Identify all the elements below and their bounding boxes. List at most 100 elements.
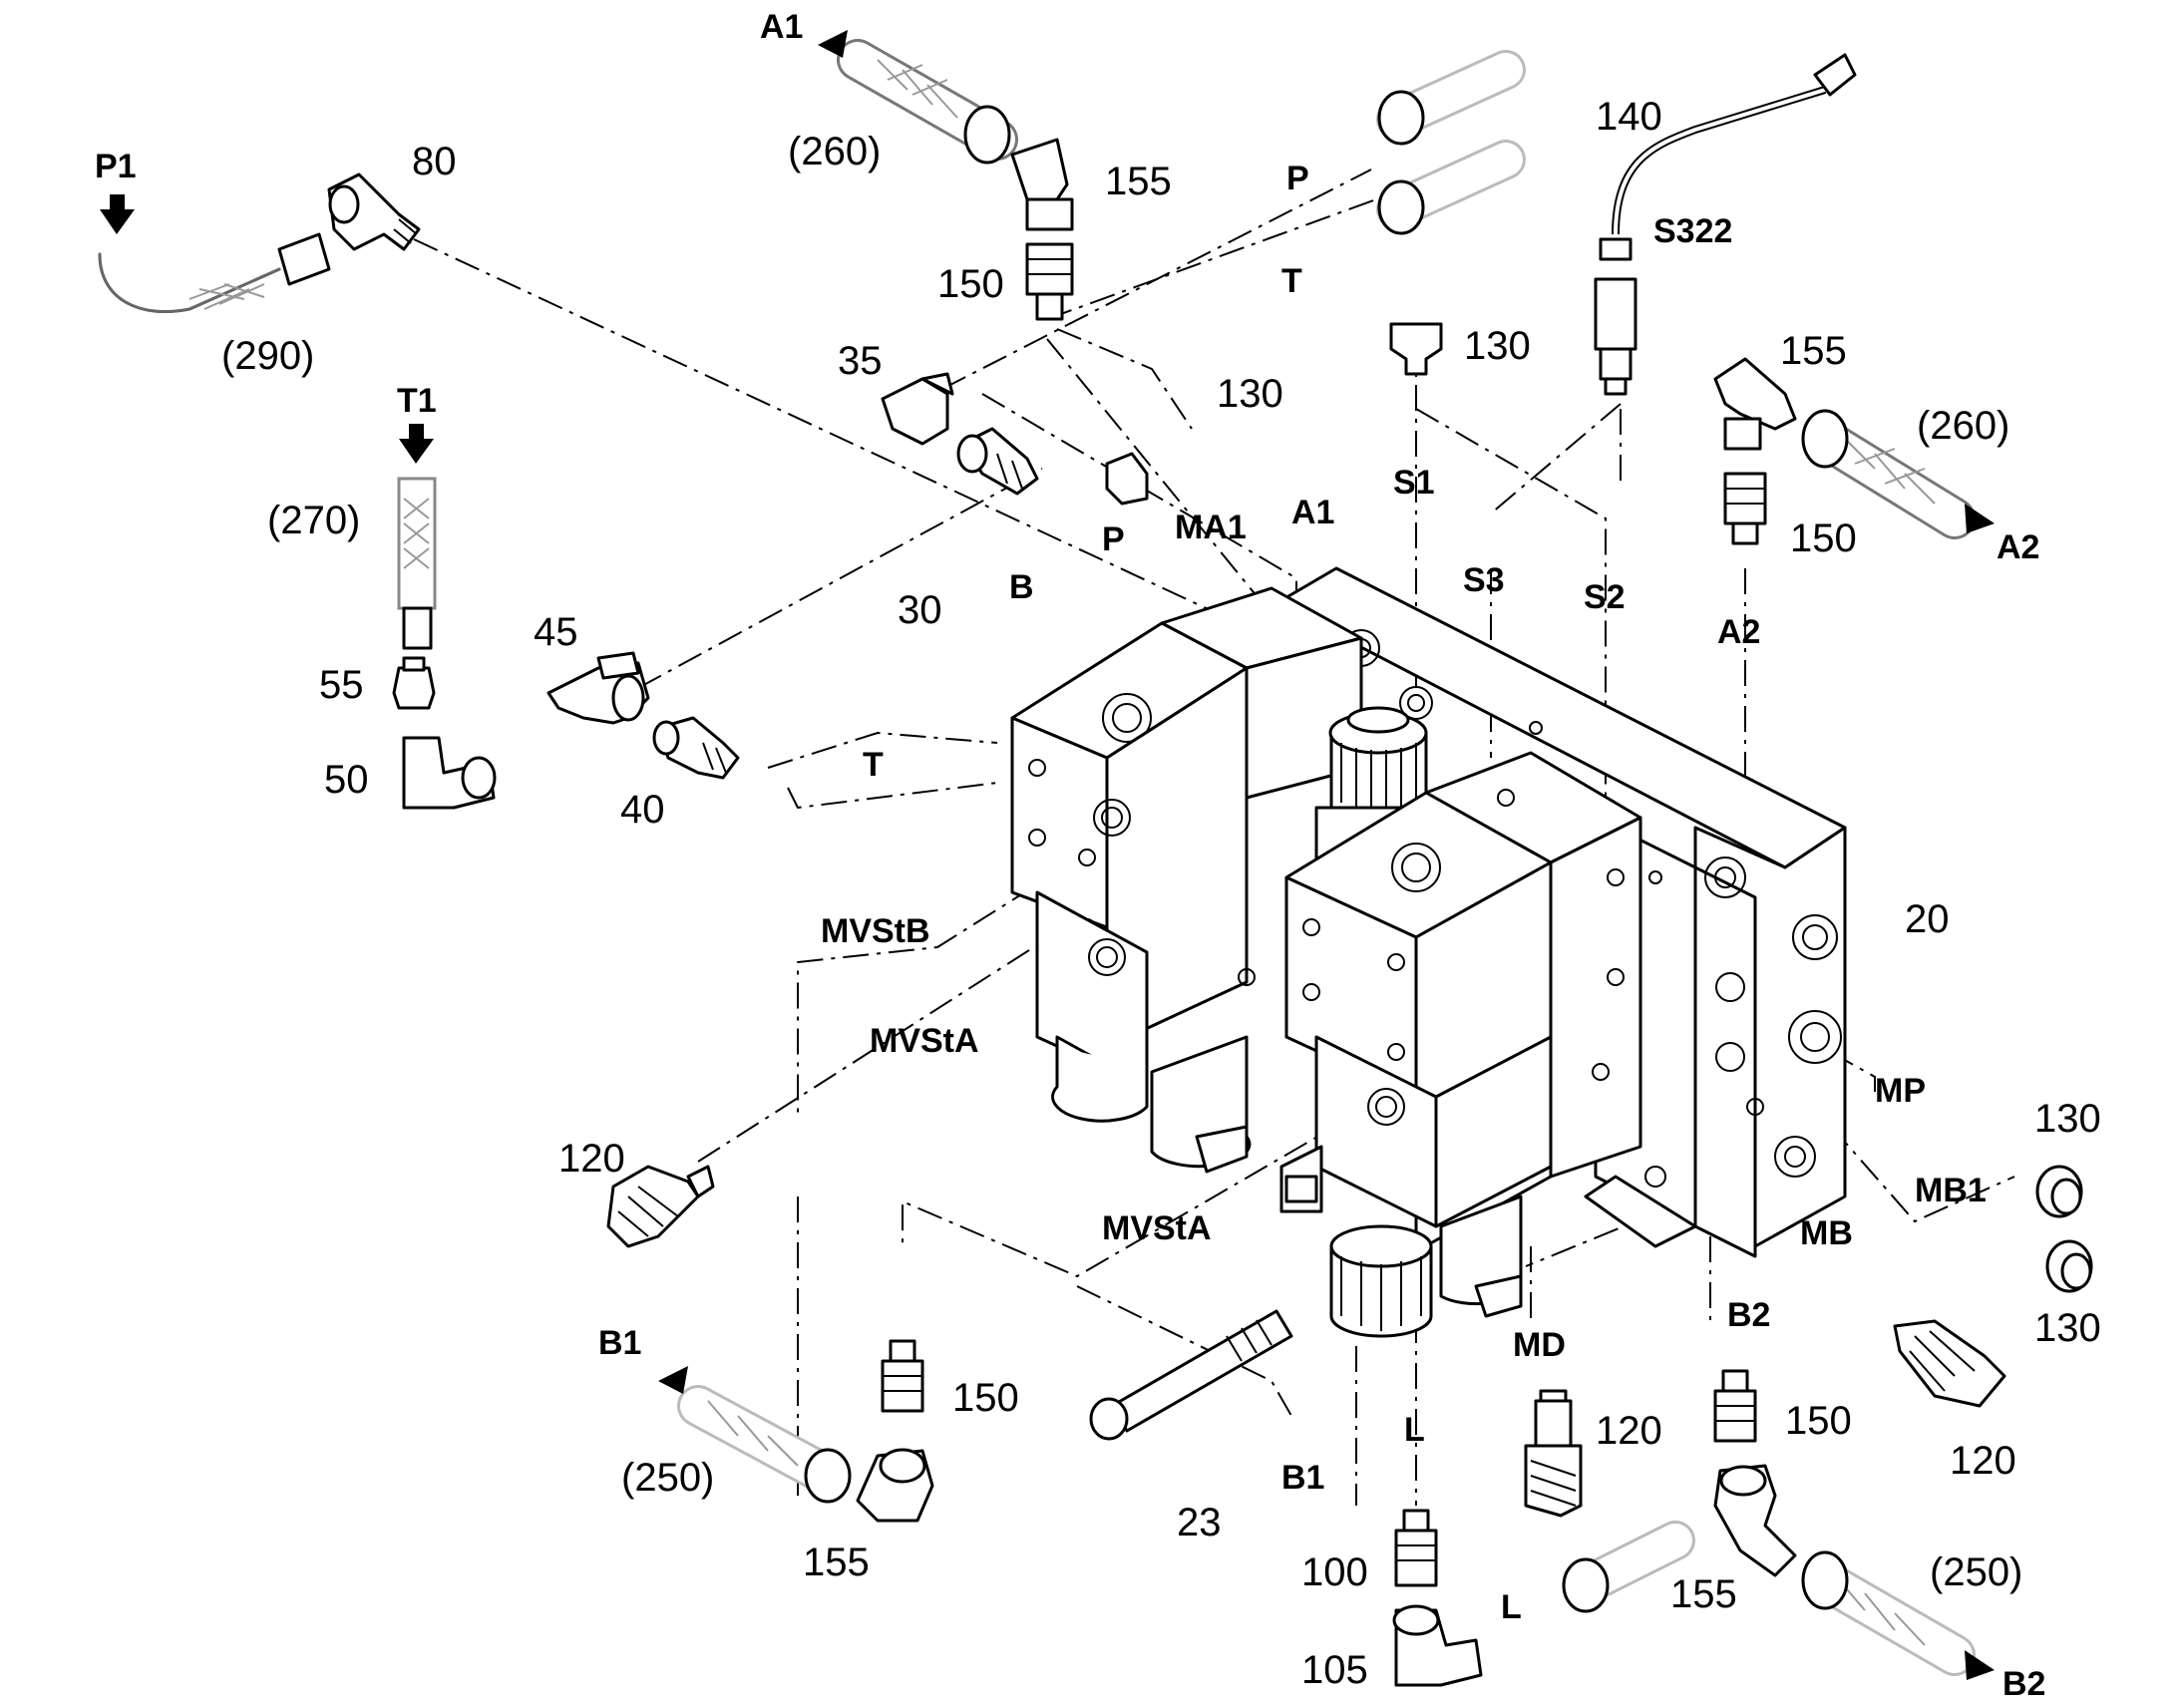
port-label-a1-top: A1 — [760, 8, 803, 46]
callout-55: 55 — [319, 663, 364, 707]
fitting-50 — [402, 736, 497, 810]
fitting-150-b2 — [1713, 1369, 1757, 1443]
port-label-mb1: MB1 — [1915, 1172, 1987, 1209]
test-coupling-120-right — [1893, 1319, 2006, 1408]
hose-a2-right — [1801, 409, 1976, 539]
callout-150-top: 150 — [937, 262, 1004, 306]
callout-numbers: 80 (260) 155 150 140 (290) 35 130 130 15… — [221, 95, 2101, 1692]
port-label-p1: P1 — [95, 148, 137, 185]
callout-155-b1: 155 — [803, 1540, 870, 1584]
port-label-l-bottom: L — [1501, 1588, 1522, 1626]
port-label-s2: S2 — [1584, 578, 1626, 616]
fitting-150-b1 — [881, 1339, 924, 1413]
callout-150-right: 150 — [1790, 516, 1857, 560]
arrow-a2 — [1965, 504, 1995, 533]
hose-p1 — [98, 232, 331, 314]
rear-solenoid-valve — [1010, 586, 1363, 1174]
port-label-t1: T1 — [397, 382, 437, 420]
callout-155-right: 155 — [1780, 329, 1847, 373]
port-label-mvstb: MVStB — [821, 912, 930, 950]
port-label-b: B — [1009, 568, 1034, 606]
port-label-md: MD — [1513, 1326, 1566, 1364]
port-label-l-mid: L — [1404, 1411, 1425, 1449]
hose-a1-top — [837, 39, 1018, 165]
callout-120-right: 120 — [1950, 1439, 2016, 1483]
callout-35: 35 — [838, 339, 883, 383]
callout-50: 50 — [324, 758, 369, 802]
callout-105: 105 — [1301, 1648, 1368, 1692]
port-label-mb: MB — [1800, 1214, 1853, 1252]
port-label-s1: S1 — [1393, 464, 1435, 502]
arrow-b1 — [658, 1366, 688, 1394]
fitting-40 — [652, 716, 740, 780]
fitting-150-top — [1025, 242, 1074, 321]
port-label-a2-mid: A2 — [1717, 613, 1760, 651]
hose-b1 — [677, 1385, 852, 1504]
callout-260-right: (260) — [1917, 404, 2009, 448]
flow-arrows — [100, 30, 1995, 1680]
callout-120-md: 120 — [1596, 1409, 1662, 1453]
plug-130-mp — [2035, 1165, 2083, 1218]
port-label-mvsta-left: MVStA — [870, 1022, 979, 1060]
fitting-150-right — [1723, 472, 1767, 545]
port-label-p-mid: P — [1102, 520, 1125, 558]
port-label-ma1: MA1 — [1175, 509, 1247, 546]
port-label-b1-bottom: B1 — [1281, 1459, 1324, 1497]
plug-130-mb1 — [2045, 1239, 2093, 1293]
hose-top-right-2 — [1376, 140, 1526, 235]
callout-155-top: 155 — [1105, 160, 1172, 203]
callout-290: (290) — [221, 334, 314, 378]
port-label-s322: S322 — [1653, 212, 1732, 250]
port-label-p-upper: P — [1286, 160, 1309, 197]
callout-150-b2: 150 — [1785, 1399, 1852, 1443]
bolt-23 — [1089, 1309, 1293, 1441]
fitting-155-right — [1713, 357, 1797, 451]
callout-150-b1: 150 — [952, 1376, 1019, 1420]
port-label-mvsta-front: MVStA — [1102, 1209, 1212, 1247]
front-solenoid-valve — [1279, 751, 1642, 1338]
sensor-cable-s322 — [1612, 53, 1857, 235]
test-coupling-120-left — [606, 1165, 715, 1248]
fitting-35 — [881, 372, 954, 446]
fitting-155-top — [1010, 138, 1074, 231]
callout-80: 80 — [412, 140, 457, 183]
fitting-55 — [392, 656, 436, 710]
port-label-t-mid: T — [863, 746, 884, 784]
sensor-s322 — [1594, 237, 1637, 396]
hose-l — [1562, 1521, 1695, 1613]
hose-top-right-1 — [1376, 50, 1526, 146]
fitting-30 — [956, 427, 1039, 496]
callout-20: 20 — [1905, 897, 1950, 941]
fitting-45 — [546, 651, 650, 725]
callout-45: 45 — [534, 610, 578, 654]
fitting-155-b1 — [856, 1448, 934, 1523]
callout-23: 23 — [1177, 1501, 1222, 1544]
callout-140: 140 — [1596, 95, 1662, 139]
fitting-105 — [1392, 1604, 1483, 1687]
fitting-80 — [327, 172, 421, 251]
callout-270: (270) — [267, 499, 360, 542]
plug-130-top — [1389, 322, 1443, 376]
callout-130-left: 130 — [1217, 372, 1283, 416]
port-label-a2-right: A2 — [1997, 528, 2039, 566]
callout-40: 40 — [620, 788, 665, 832]
fitting-100 — [1394, 1509, 1438, 1587]
port-label-t-upper: T — [1281, 262, 1302, 300]
hose-t1 — [397, 477, 437, 650]
test-coupling-120-md — [1524, 1389, 1583, 1518]
callout-130-mb1: 130 — [2034, 1306, 2101, 1350]
callout-260-top: (260) — [788, 130, 881, 173]
port-label-b2-mid: B2 — [1727, 1296, 1770, 1334]
callout-30: 30 — [898, 588, 942, 632]
callout-250-left: (250) — [621, 1456, 714, 1500]
callout-250-right: (250) — [1930, 1550, 2022, 1594]
arrow-p1 — [100, 194, 135, 234]
port-label-b1-left: B1 — [598, 1324, 641, 1362]
callout-155-b2: 155 — [1670, 1572, 1737, 1616]
arrow-a1-top — [818, 30, 848, 58]
port-label-b2-bottom: B2 — [2002, 1665, 2045, 1703]
fitting-155-b2 — [1713, 1464, 1797, 1577]
callout-120-left: 120 — [558, 1137, 625, 1181]
